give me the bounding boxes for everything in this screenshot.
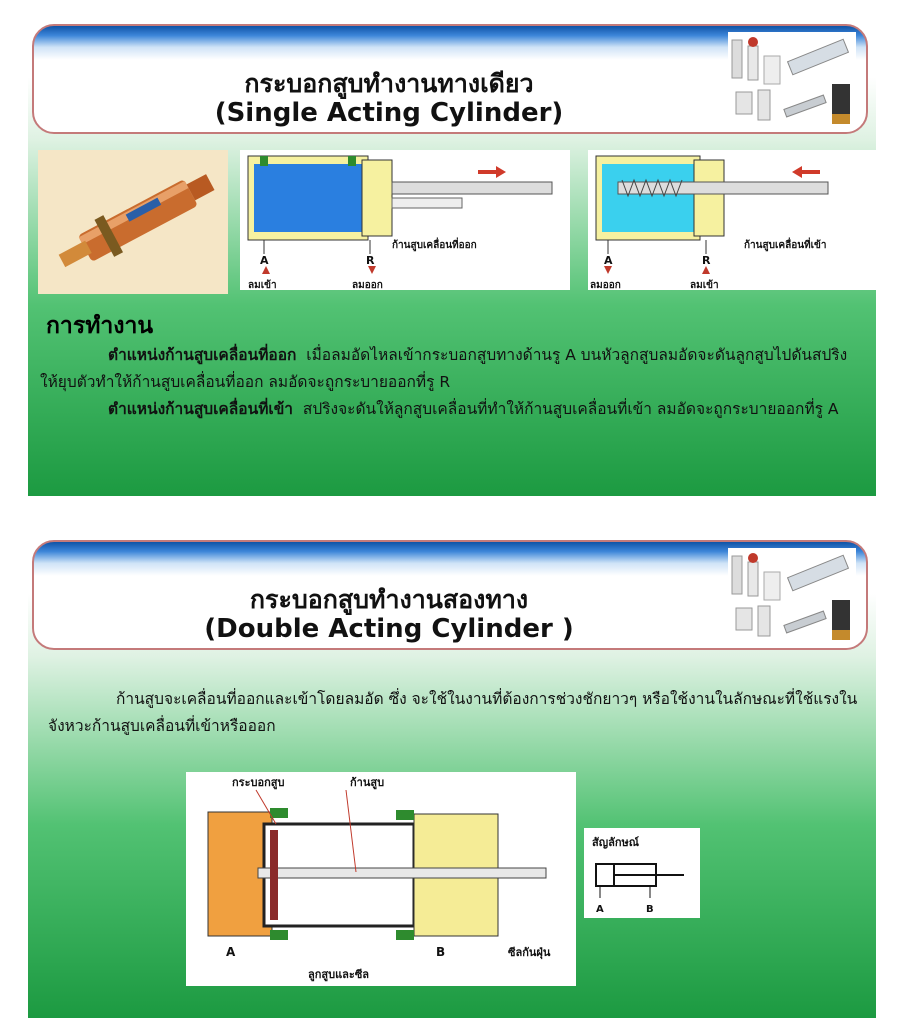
title-thai: กระบอกสูบทำงานสองทาง xyxy=(249,585,529,614)
pneumatic-components-image xyxy=(728,32,856,132)
dust-seal-label: ซีลกันฝุ่น xyxy=(508,946,551,960)
cylinder-retract-diagram: A R ก้านสูบเคลื่อนที่เข้า ลมออก ลมเข้า xyxy=(588,150,876,290)
rod-out-label: ก้านสูบเคลื่อนที่ออก xyxy=(392,237,477,252)
symbol-port-b: B xyxy=(646,904,654,915)
title-banner: กระบอกสูบทำงานทางเดียว (Single Acting Cy… xyxy=(32,24,868,134)
cylinder-symbol: สัญลักษณ์ A B xyxy=(584,828,700,918)
symbol-port-a: A xyxy=(596,904,604,915)
cylinder-extend-diagram: A R ก้านสูบเคลื่อนที่ออก ลมเข้า ลมออก xyxy=(240,150,570,290)
port-r-label: R xyxy=(366,254,375,267)
title-banner: กระบอกสูบทำงานสองทาง (Double Acting Cyli… xyxy=(32,540,868,650)
rod-label: ก้านสูบ xyxy=(350,776,384,790)
double-acting-description: ก้านสูบจะเคลื่อนที่ออกและเข้าโดยลมอัด ซึ… xyxy=(48,686,860,740)
description-text: ก้านสูบจะเคลื่อนที่ออกและเข้าโดยลมอัด ซึ… xyxy=(48,690,858,735)
title-english: (Single Acting Cylinder) xyxy=(214,98,564,128)
cylinder-photo xyxy=(38,150,228,294)
port-b-label: B xyxy=(436,945,445,959)
piston-seal-label: ลูกสูบและซีล xyxy=(308,968,369,982)
rod-in-label: ก้านสูบเคลื่อนที่เข้า xyxy=(744,237,827,252)
slide-double-acting: กระบอกสูบทำงานสองทาง (Double Acting Cyli… xyxy=(28,536,876,1018)
barrel-label: กระบอกสูบ xyxy=(232,776,284,790)
double-acting-cylinder-diagram: กระบอกสูบ ก้านสูบ A B ลูกสูบและซีล ซีลกั… xyxy=(186,772,576,986)
symbol-title: สัญลักษณ์ xyxy=(592,836,640,849)
air-out-label: ลมออก xyxy=(352,280,383,290)
retract-position-label: ตำแหน่งก้านสูบเคลื่อนที่เข้า xyxy=(108,400,294,418)
title-thai: กระบอกสูบทำงานทางเดียว xyxy=(244,69,534,98)
pneumatic-components-image xyxy=(728,548,856,648)
air-in-label: ลมเข้า xyxy=(690,279,719,290)
slide-single-acting: กระบอกสูบทำงานทางเดียว (Single Acting Cy… xyxy=(28,20,876,496)
air-out-label: ลมออก xyxy=(590,280,621,290)
operation-paragraph-in: ตำแหน่งก้านสูบเคลื่อนที่เข้า สปริงจะดันใ… xyxy=(40,396,864,423)
air-in-label: ลมเข้า xyxy=(248,279,277,290)
retract-description: สปริงจะดันให้ลูกสูบเคลื่อนที่ทำให้ก้านสู… xyxy=(302,400,839,418)
extend-position-label: ตำแหน่งก้านสูบเคลื่อนที่ออก xyxy=(108,346,297,364)
port-a-label: A xyxy=(260,254,269,267)
title-english: (Double Acting Cylinder ) xyxy=(204,614,574,644)
port-a-label: A xyxy=(604,254,613,267)
section-heading: การทำงาน xyxy=(46,313,154,339)
operation-paragraph-out: ตำแหน่งก้านสูบเคลื่อนที่ออก เมื่อลมอัดไห… xyxy=(40,342,864,396)
extend-description: เมื่อลมอัดไหลเข้ากระบอกสูบทางด้านรู A บน… xyxy=(40,346,848,391)
port-r-label: R xyxy=(702,254,711,267)
port-a-label: A xyxy=(226,945,236,959)
